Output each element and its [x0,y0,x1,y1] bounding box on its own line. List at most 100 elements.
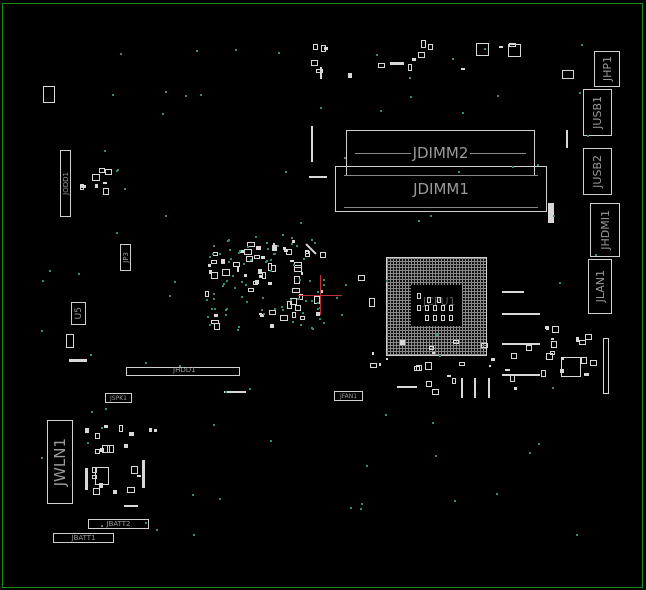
component[interactable] [254,255,260,259]
component[interactable] [476,43,489,56]
component[interactable] [309,176,327,178]
u5-chip[interactable]: U5 [71,302,86,325]
component[interactable] [253,281,258,285]
component[interactable] [400,340,405,345]
component[interactable] [412,58,416,61]
component[interactable] [292,288,300,293]
component[interactable] [526,345,532,351]
chip[interactable] [561,357,581,377]
component[interactable] [43,86,55,103]
component[interactable] [425,362,432,370]
component[interactable] [95,184,98,188]
component[interactable] [390,62,404,65]
component[interactable] [295,305,301,311]
component[interactable] [511,353,517,359]
component[interactable] [99,168,105,173]
component[interactable] [432,389,439,395]
jfan1-connector[interactable]: JFAN1 [334,391,363,401]
component[interactable] [269,310,276,315]
component[interactable] [429,346,434,350]
component[interactable] [154,429,157,432]
component[interactable] [294,262,302,268]
component[interactable] [258,269,262,274]
jhdmi1-connector[interactable]: JHDMI1 [590,203,620,257]
component[interactable] [95,449,100,454]
component[interactable] [268,282,272,285]
component[interactable] [205,291,209,297]
component[interactable] [321,45,326,52]
component[interactable] [566,130,568,148]
component[interactable] [311,60,318,66]
component[interactable] [80,184,84,190]
component[interactable] [292,312,296,318]
component[interactable] [211,260,217,264]
component[interactable] [379,363,381,366]
component[interactable] [348,73,352,78]
component[interactable] [85,428,89,433]
component[interactable] [92,174,100,181]
component[interactable] [273,243,275,246]
component[interactable] [127,487,135,493]
component[interactable] [590,360,597,366]
jcpu1-socket[interactable]: JCPU1 [386,257,487,356]
component[interactable] [124,444,128,448]
jusb1-connector[interactable]: JUSB1 [583,89,612,136]
jbatt2-connector[interactable]: JBATT2 [88,519,149,529]
component[interactable] [93,488,100,495]
component[interactable] [211,272,218,279]
component[interactable] [244,274,247,277]
component[interactable] [99,483,103,488]
component[interactable] [491,358,495,361]
component[interactable] [224,391,246,393]
component[interactable] [421,40,426,48]
component[interactable] [214,314,218,317]
component[interactable] [292,240,295,243]
component[interactable] [509,43,516,47]
component[interactable] [290,260,294,262]
component[interactable] [453,340,459,344]
component[interactable] [320,290,323,293]
component[interactable] [428,44,433,50]
component[interactable] [489,365,491,367]
component[interactable] [579,340,586,345]
component[interactable] [584,373,589,376]
component[interactable] [369,298,375,307]
component[interactable] [432,352,435,354]
component[interactable] [552,326,559,333]
component[interactable] [510,375,515,382]
component[interactable] [284,249,288,252]
component[interactable] [548,203,554,223]
component[interactable] [124,505,138,507]
component[interactable] [316,69,323,73]
component[interactable] [316,312,320,316]
component[interactable] [386,358,388,360]
component[interactable] [502,343,540,345]
jodd1-connector[interactable]: JODD1 [60,150,71,217]
component[interactable] [313,44,318,50]
component[interactable] [447,375,451,377]
side-connector-strip[interactable] [603,338,609,394]
component[interactable] [142,460,145,488]
component[interactable] [301,272,303,275]
component[interactable] [221,259,225,264]
component[interactable] [508,44,521,57]
component[interactable] [247,242,255,247]
component[interactable] [104,425,108,428]
component[interactable] [499,46,503,48]
component[interactable] [502,374,540,376]
component[interactable] [418,52,425,58]
component[interactable] [581,357,587,364]
component[interactable] [248,288,254,292]
component[interactable] [378,63,385,68]
component[interactable] [237,267,239,272]
component[interactable] [260,314,264,317]
component[interactable] [239,250,244,253]
component[interactable] [214,323,220,330]
component[interactable] [119,425,123,432]
component[interactable] [502,291,524,293]
component[interactable] [370,363,377,368]
component[interactable] [137,475,141,477]
jhdd1-connector[interactable]: JHDD1 [126,366,240,376]
component[interactable] [300,316,305,320]
component[interactable] [299,294,303,300]
